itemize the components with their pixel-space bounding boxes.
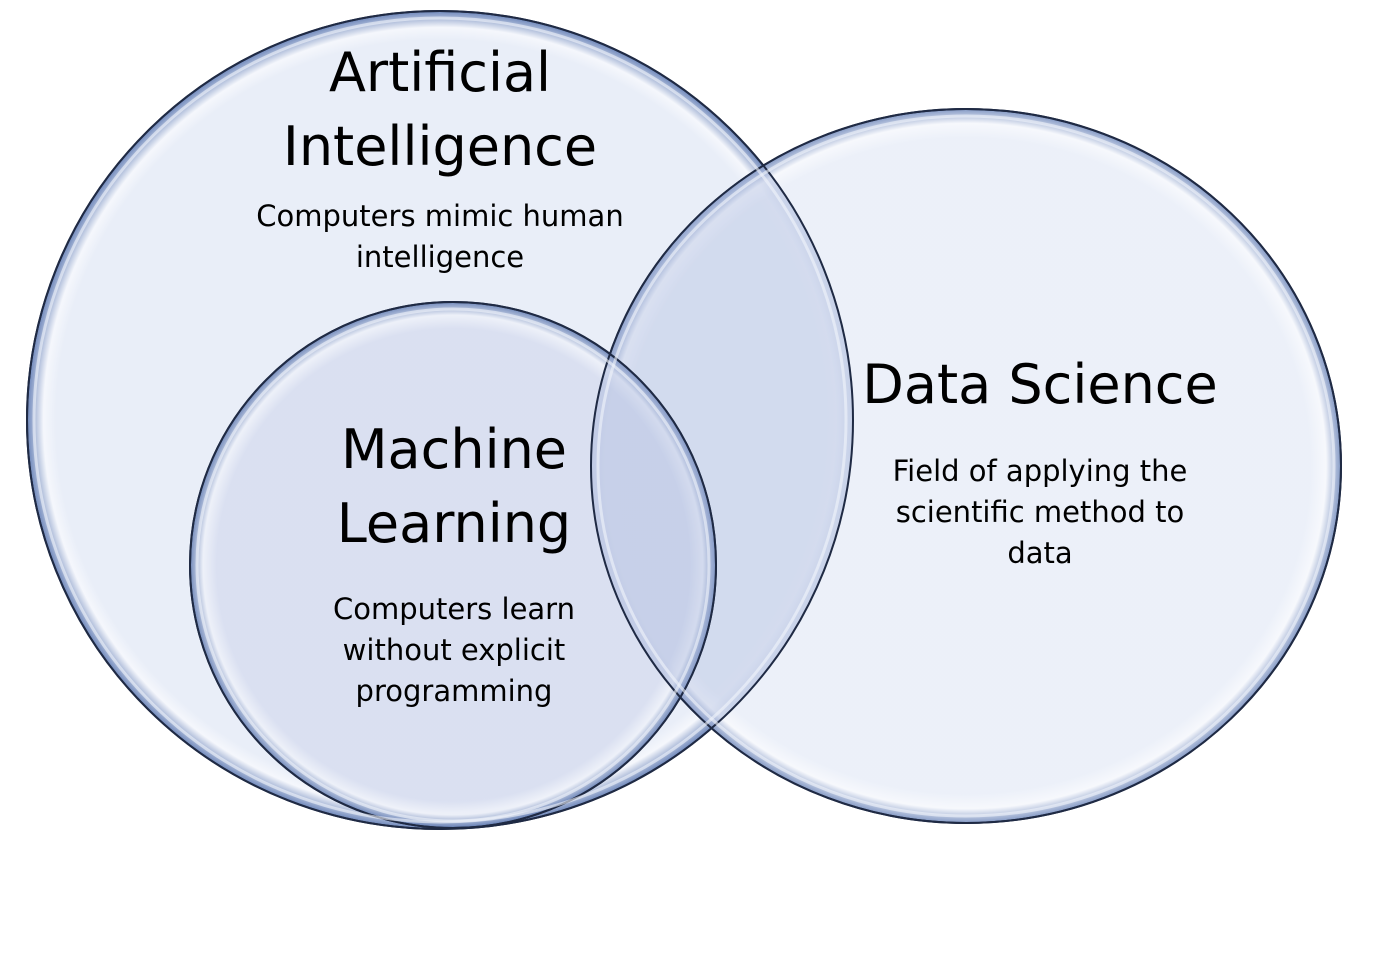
ds-title: Data Science [790,348,1290,422]
ds-description-line-2: scientific method to [895,495,1185,529]
ai-title: Artificial Intelligence [190,36,690,184]
ai-title-line-2: Intelligence [282,115,598,178]
ml-title-line-1: Machine [340,418,568,481]
ai-description: Computers mimic human intelligence [190,196,690,278]
ds-description: Field of applying the scientific method … [790,451,1290,574]
ml-description-line-1: Computers learn [333,592,575,626]
ml-title: Machine Learning [254,413,654,561]
ai-description-line-1: Computers mimic human [256,199,624,233]
ml-description-line-2: without explicit [342,633,566,667]
ml-description: Computers learn without explicit program… [254,589,654,712]
ds-title-line-1: Data Science [862,353,1218,416]
ml-description-line-3: programming [355,674,553,708]
ds-description-line-1: Field of applying the [892,454,1188,488]
ds-description-line-3: data [1007,536,1073,570]
ai-title-line-1: Artificial [328,41,552,104]
ml-title-line-2: Learning [336,492,572,555]
ai-description-line-2: intelligence [355,240,525,274]
